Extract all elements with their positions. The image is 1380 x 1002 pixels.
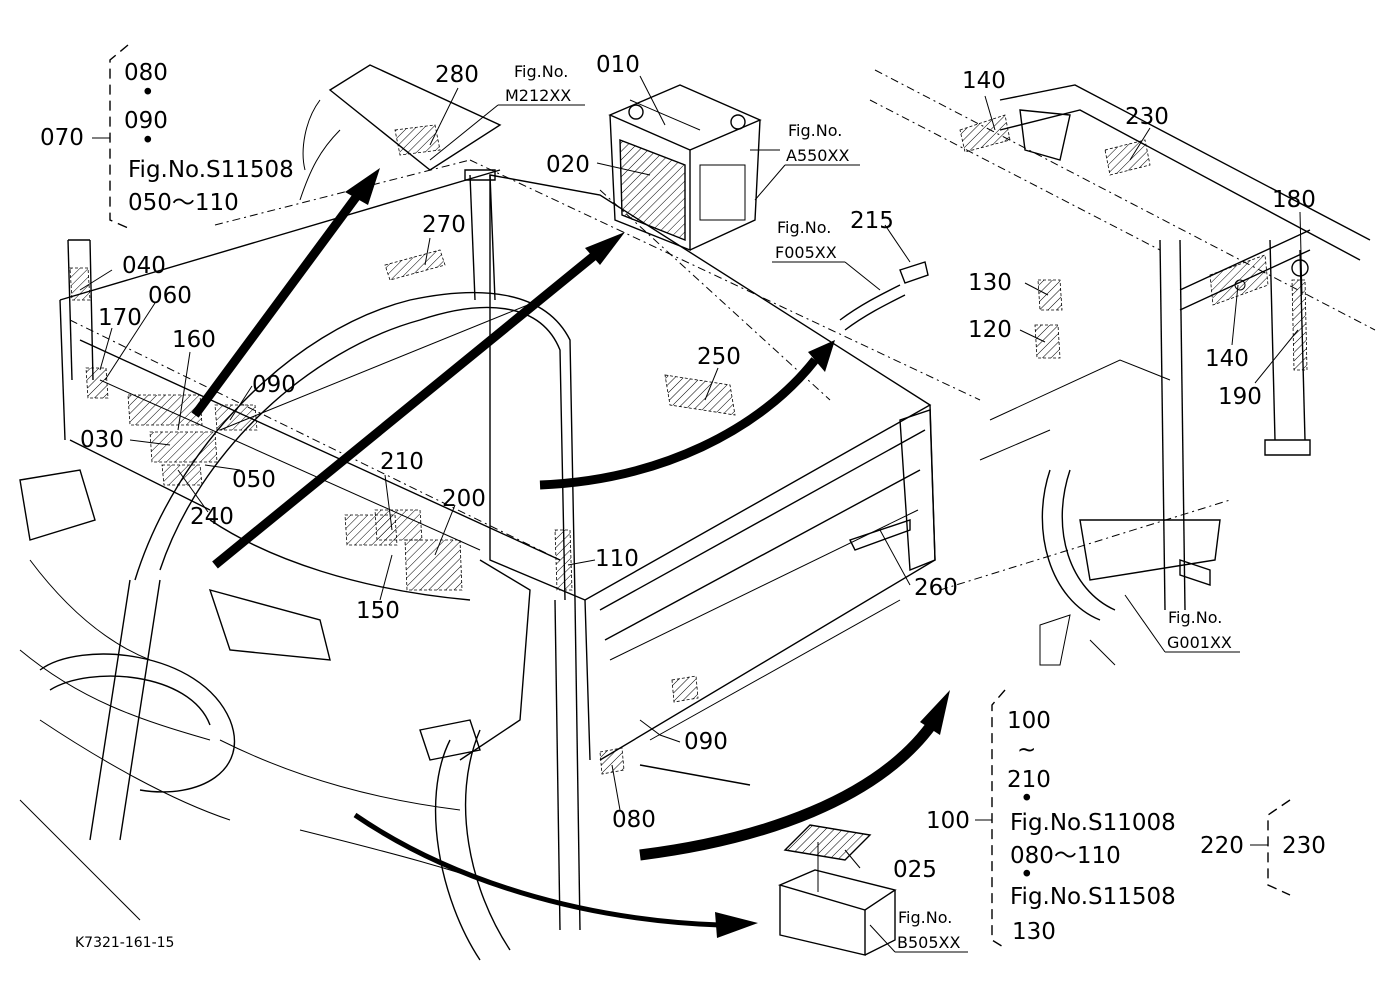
marker-200 [404, 539, 463, 591]
label-210-group: 210 [1007, 767, 1051, 793]
label-200: 200 [442, 486, 486, 512]
figref-a550: A550XX [786, 146, 849, 165]
transfer-arrows [191, 168, 950, 938]
marker-210 [374, 509, 423, 541]
label-070: 070 [40, 125, 84, 151]
group-brackets [92, 44, 1291, 949]
label-040: 040 [122, 253, 166, 279]
label-dot: • [141, 80, 155, 106]
label-215: 215 [850, 208, 894, 234]
label-190: 190 [1218, 384, 1262, 410]
marker-110 [554, 529, 573, 591]
label-090-bed: 090 [684, 729, 728, 755]
marker-120 [1034, 324, 1061, 359]
label-180: 180 [1272, 187, 1316, 213]
marker-170 [85, 367, 109, 399]
figref-f005-head: Fig.No. [777, 218, 831, 237]
label-080-bed: 080 [612, 807, 656, 833]
label-140-top: 140 [962, 68, 1006, 94]
figref-m212-head: Fig.No. [514, 62, 568, 81]
part-number-labels: 080 • 090 • Fig.No.S11508 050～110 070 28… [40, 52, 1326, 945]
label-140-right: 140 [1205, 346, 1249, 372]
figref-a550-head: Fig.No. [788, 121, 842, 140]
marker-090-bed [671, 675, 699, 703]
marker-040 [69, 267, 91, 301]
label-120: 120 [968, 317, 1012, 343]
marker-025 [784, 824, 871, 861]
label-025: 025 [893, 857, 937, 883]
label-210: 210 [380, 449, 424, 475]
label-240: 240 [190, 504, 234, 530]
label-tilde: ~ [1017, 737, 1036, 763]
drawing-code: K7321-161-15 [75, 935, 174, 951]
label-dot: • [1020, 862, 1034, 888]
marker-190 [1291, 279, 1308, 371]
marker-140-top [959, 114, 1011, 153]
part-markers [69, 114, 1308, 861]
label-110: 110 [595, 546, 639, 572]
marker-250 [664, 374, 736, 416]
marker-140-right [1209, 254, 1269, 306]
label-130: 130 [968, 270, 1012, 296]
label-020: 020 [546, 152, 590, 178]
marker-080 [599, 747, 625, 775]
label-230-top: 230 [1125, 104, 1169, 130]
label-080: 080 [124, 60, 168, 86]
label-fig-s11008: Fig.No.S11008 [1010, 810, 1176, 836]
marker-280 [394, 124, 441, 156]
figref-m212: M212XX [505, 86, 571, 105]
label-260: 260 [914, 575, 958, 601]
marker-020 [619, 139, 686, 241]
label-090: 090 [124, 108, 168, 134]
label-060: 060 [148, 283, 192, 309]
label-030: 030 [80, 427, 124, 453]
marker-270 [384, 249, 446, 281]
label-010: 010 [596, 52, 640, 78]
marker-130 [1037, 279, 1063, 311]
label-170: 170 [98, 305, 142, 331]
label-fig-s11508-b: Fig.No.S11508 [1010, 884, 1176, 910]
leader-lines [79, 75, 1303, 953]
label-160: 160 [172, 327, 216, 353]
marker-160 [127, 394, 203, 426]
figref-f005: F005XX [775, 243, 837, 262]
label-090-top: 090 [252, 372, 296, 398]
label-220: 220 [1200, 833, 1244, 859]
label-130-group: 130 [1012, 919, 1056, 945]
label-100-group: 100 [926, 808, 970, 834]
label-280: 280 [435, 62, 479, 88]
label-range-080-110: 080～110 [1010, 843, 1121, 869]
label-dot: • [141, 128, 155, 154]
figure-references: Fig.No. M212XX Fig.No. A550XX Fig.No. F0… [505, 62, 1232, 952]
marker-090-top [214, 404, 258, 431]
label-050: 050 [232, 467, 276, 493]
label-150: 150 [356, 598, 400, 624]
label-100-top: 100 [1007, 708, 1051, 734]
label-230-group: 230 [1282, 833, 1326, 859]
figref-g001: G001XX [1167, 633, 1232, 652]
marker-030 [149, 431, 218, 463]
figref-b505: B505XX [897, 933, 960, 952]
label-range-050-110: 050～110 [128, 190, 239, 216]
label-250: 250 [697, 344, 741, 370]
label-fig-s11508: Fig.No.S11508 [128, 157, 294, 183]
marker-230 [1104, 139, 1151, 176]
figref-b505-head: Fig.No. [898, 908, 952, 927]
label-dot: • [1020, 786, 1034, 812]
label-270: 270 [422, 212, 466, 238]
vehicle-line-art [19, 64, 1376, 961]
figref-g001-head: Fig.No. [1168, 608, 1222, 627]
